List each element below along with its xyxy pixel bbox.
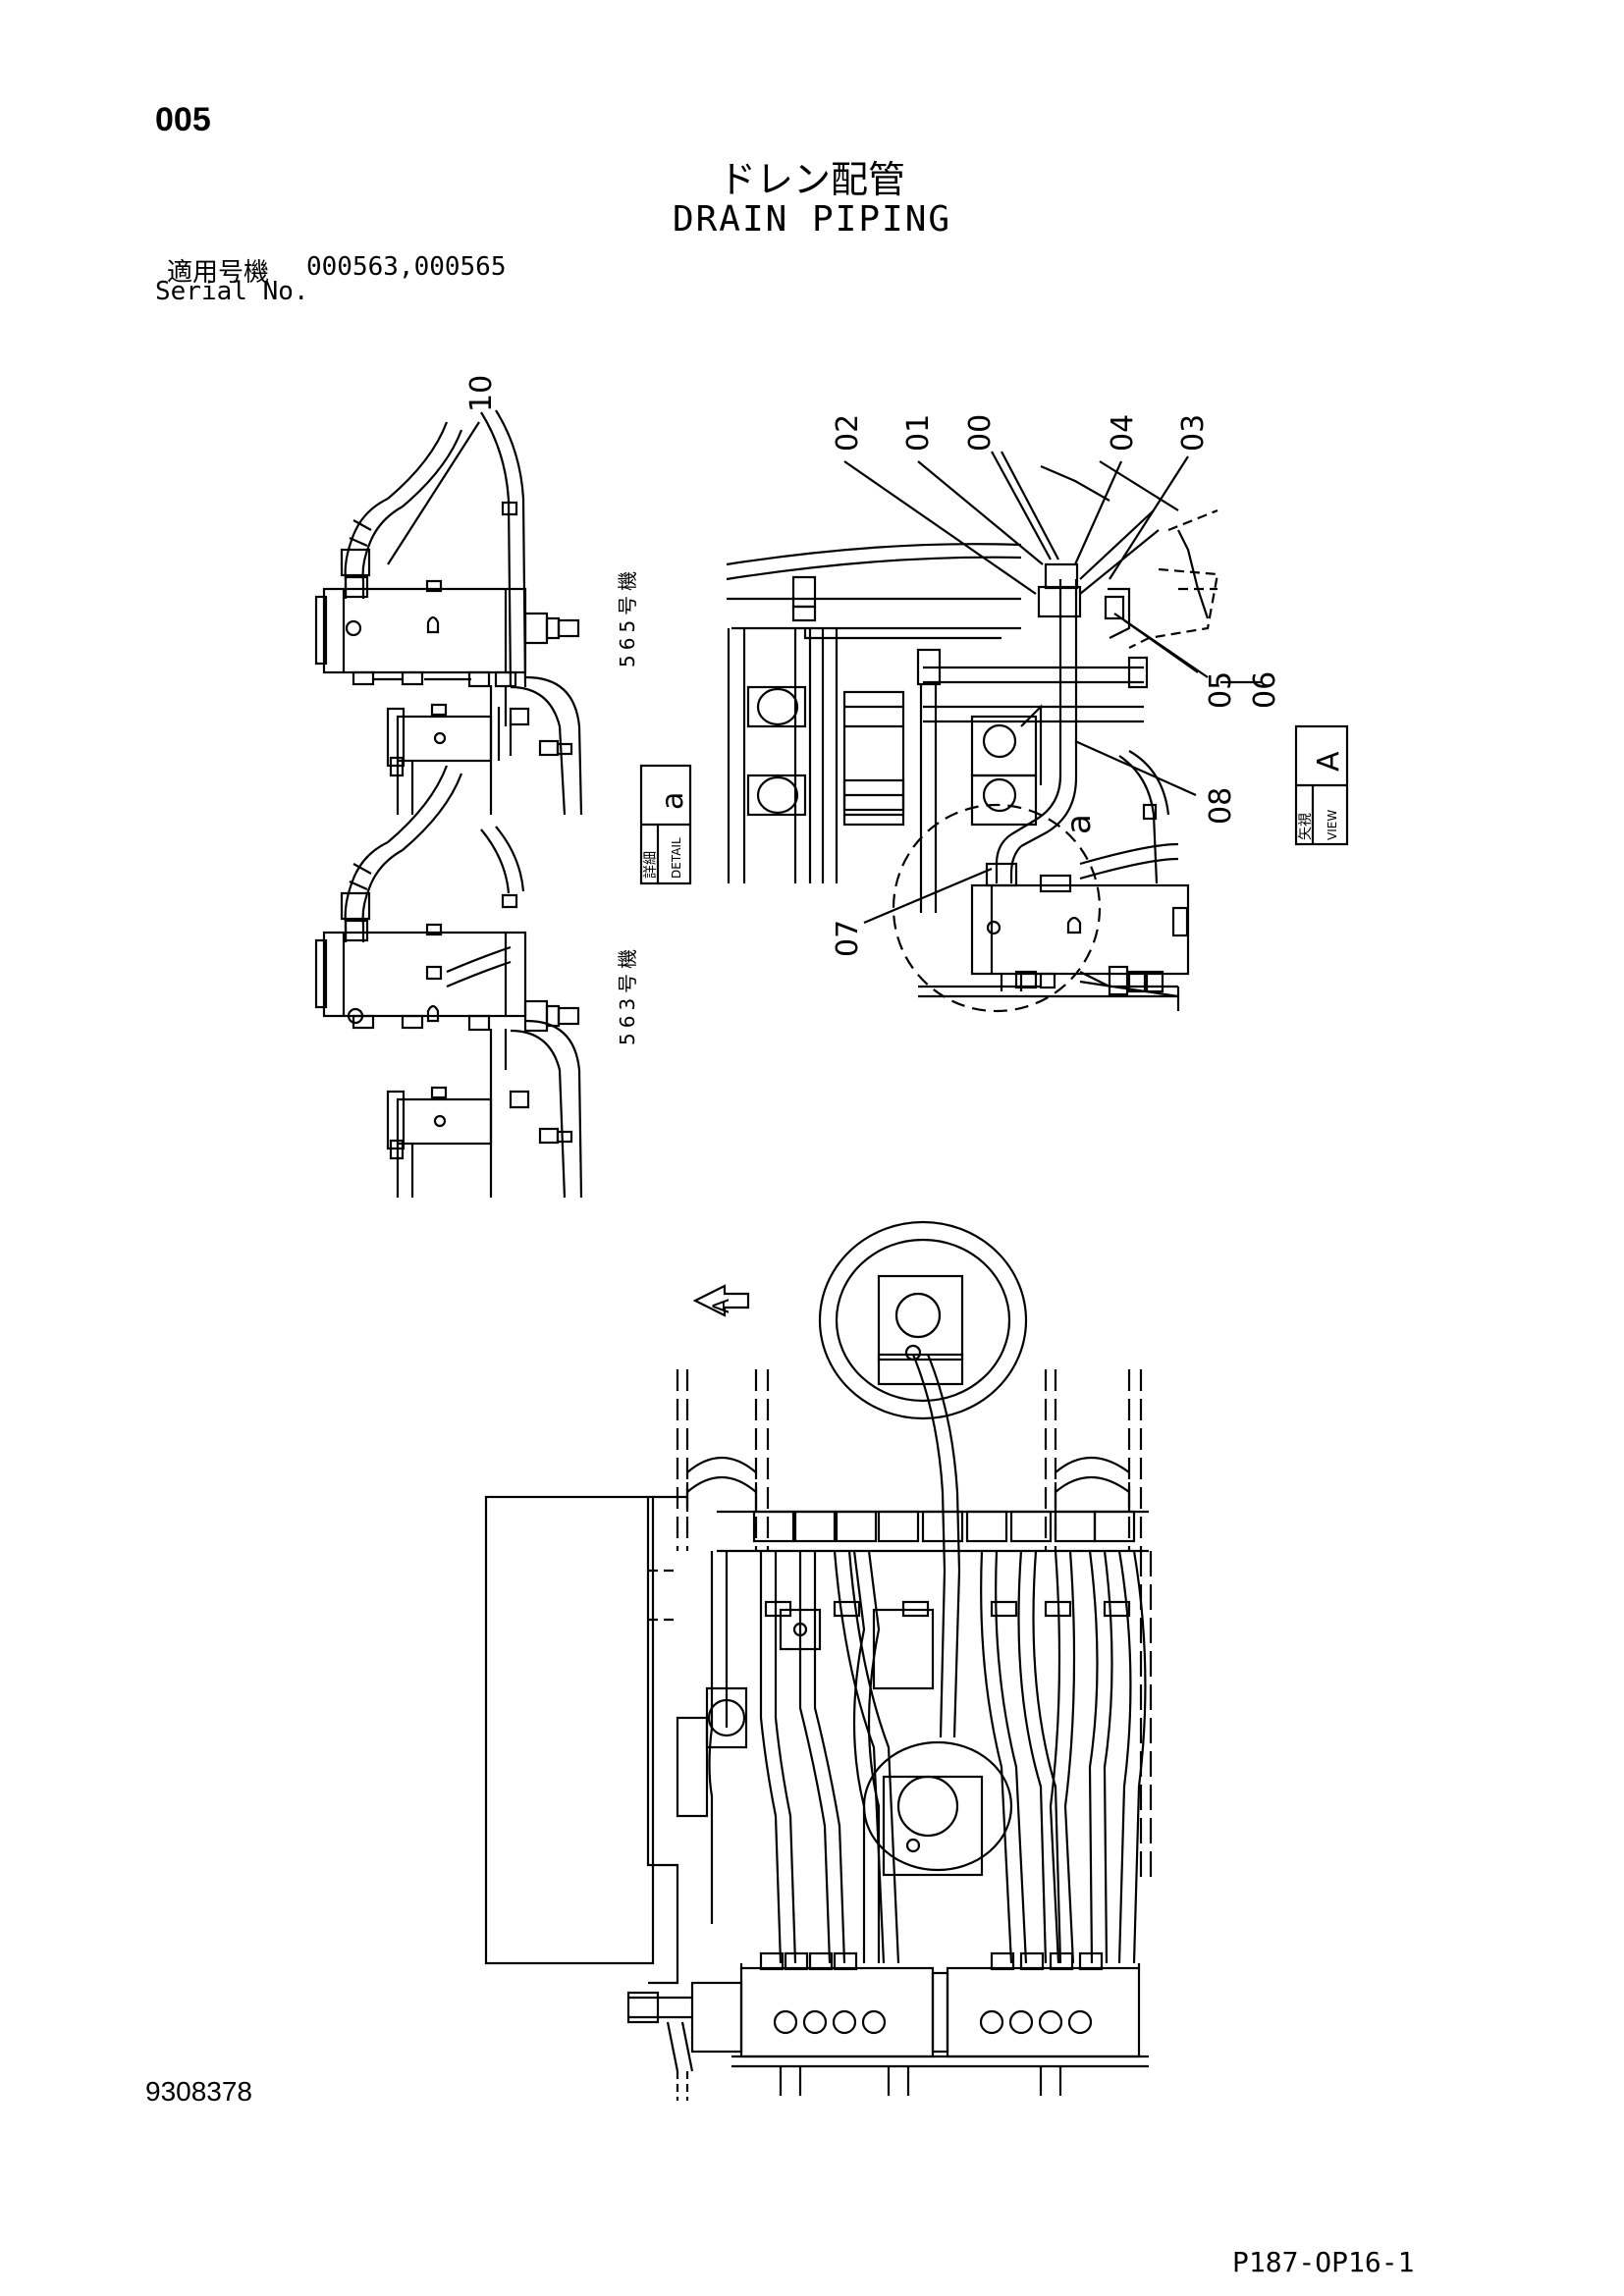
main-view-arrow-letter: A <box>710 1299 734 1313</box>
document-number: 9308378 <box>145 2076 253 2107</box>
detail-view-565 <box>314 409 583 816</box>
view-box-en: VIEW <box>1326 810 1339 840</box>
detail-mark-a: a <box>1059 814 1099 834</box>
callout-03: 03 <box>1176 414 1211 452</box>
view-a-box: 矢視 VIEW A <box>1294 724 1349 846</box>
callout-07: 07 <box>831 920 865 957</box>
title-japanese: ドレン配管 <box>718 158 905 201</box>
view-a-drawing <box>726 460 1219 1013</box>
callout-04: 04 <box>1106 414 1140 452</box>
main-view-drawing <box>484 1220 1153 2101</box>
callout-02: 02 <box>831 414 865 452</box>
serial-label-japanese: 適用号機 <box>167 258 270 288</box>
serial-label-english: Serial No. <box>155 277 309 306</box>
callout-08: 08 <box>1204 787 1238 825</box>
callout-10: 10 <box>464 375 499 412</box>
title-english: DRAIN PIPING <box>672 199 952 240</box>
sheet-reference: P187-OP16-1 <box>1232 2246 1415 2278</box>
page-id: 005 <box>155 101 211 138</box>
callout-06: 06 <box>1248 671 1282 709</box>
detail-box-letter: a <box>656 792 690 810</box>
detail-box-jp: 詳細 <box>643 851 659 879</box>
view-a-leaders <box>843 451 1209 925</box>
main-view-arrow: A <box>692 1284 750 1317</box>
serial-values: 000563,000565 <box>306 252 507 282</box>
detail-a-box: 詳細 DETAIL a <box>639 764 692 885</box>
variant-563-label: 563号機 <box>616 944 639 1045</box>
callout-01: 01 <box>901 414 936 452</box>
detail-view-563 <box>314 765 583 1199</box>
view-box-jp: 矢視 <box>1298 813 1314 840</box>
detail-box-en: DETAIL <box>670 837 683 879</box>
variant-565-label: 565号機 <box>616 566 639 667</box>
callout-05: 05 <box>1204 671 1238 709</box>
view-box-letter: A <box>1312 751 1346 772</box>
callout-00: 00 <box>963 414 998 452</box>
leader-10 <box>387 421 480 565</box>
